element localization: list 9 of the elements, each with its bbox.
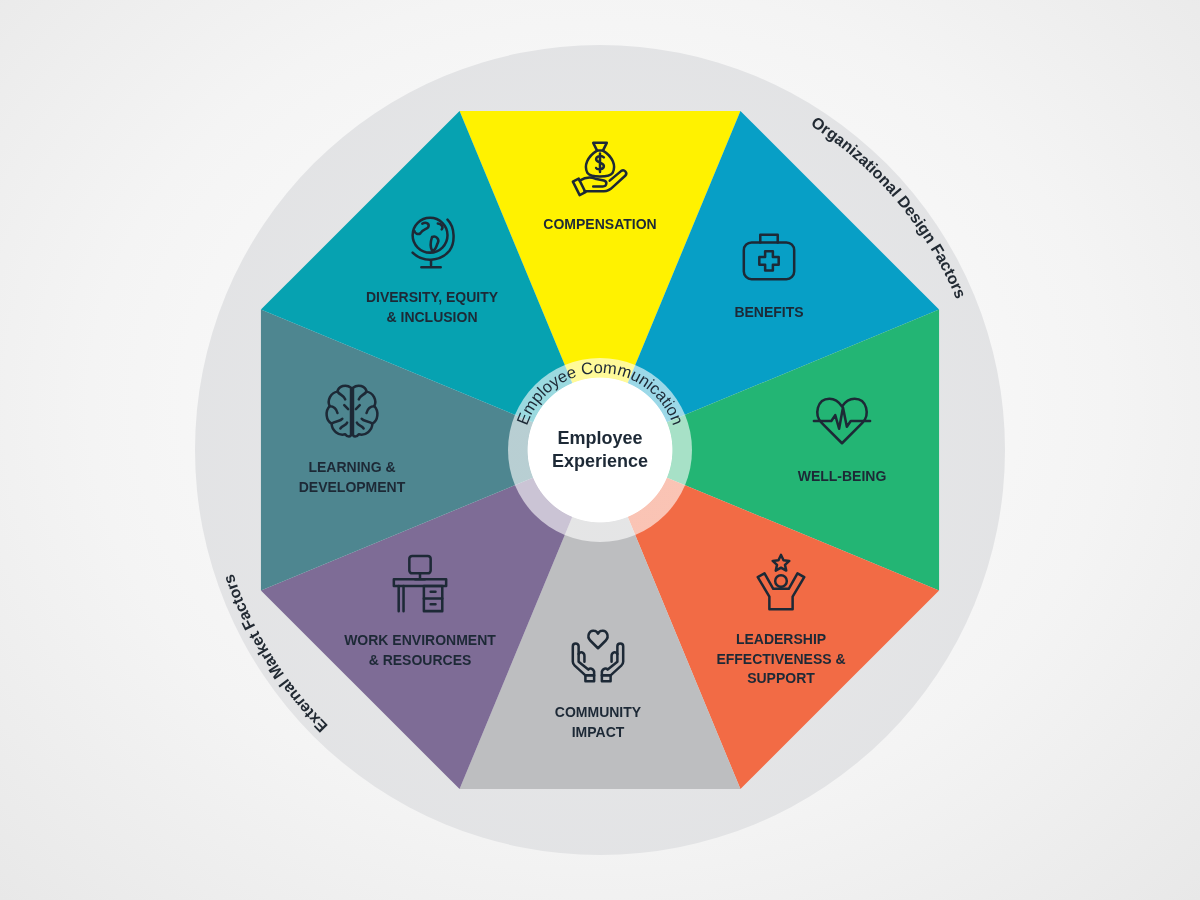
segment-label: DIVERSITY, EQUITY & INCLUSION xyxy=(364,288,500,327)
segment-label: WORK ENVIRONMENT & RESOURCES xyxy=(343,631,497,670)
segment-label: BENEFITS xyxy=(733,303,805,322)
segment-label: COMMUNITY IMPACT xyxy=(553,703,643,742)
segment-label: WELL-BEING xyxy=(796,467,888,486)
segment-label: LEADERSHIP EFFECTIVENESS & SUPPORT xyxy=(715,630,847,689)
segment-label: COMPENSATION xyxy=(542,215,658,234)
center-label: Employee Experience xyxy=(545,426,655,474)
segment-label: LEARNING & DEVELOPMENT xyxy=(297,458,407,497)
